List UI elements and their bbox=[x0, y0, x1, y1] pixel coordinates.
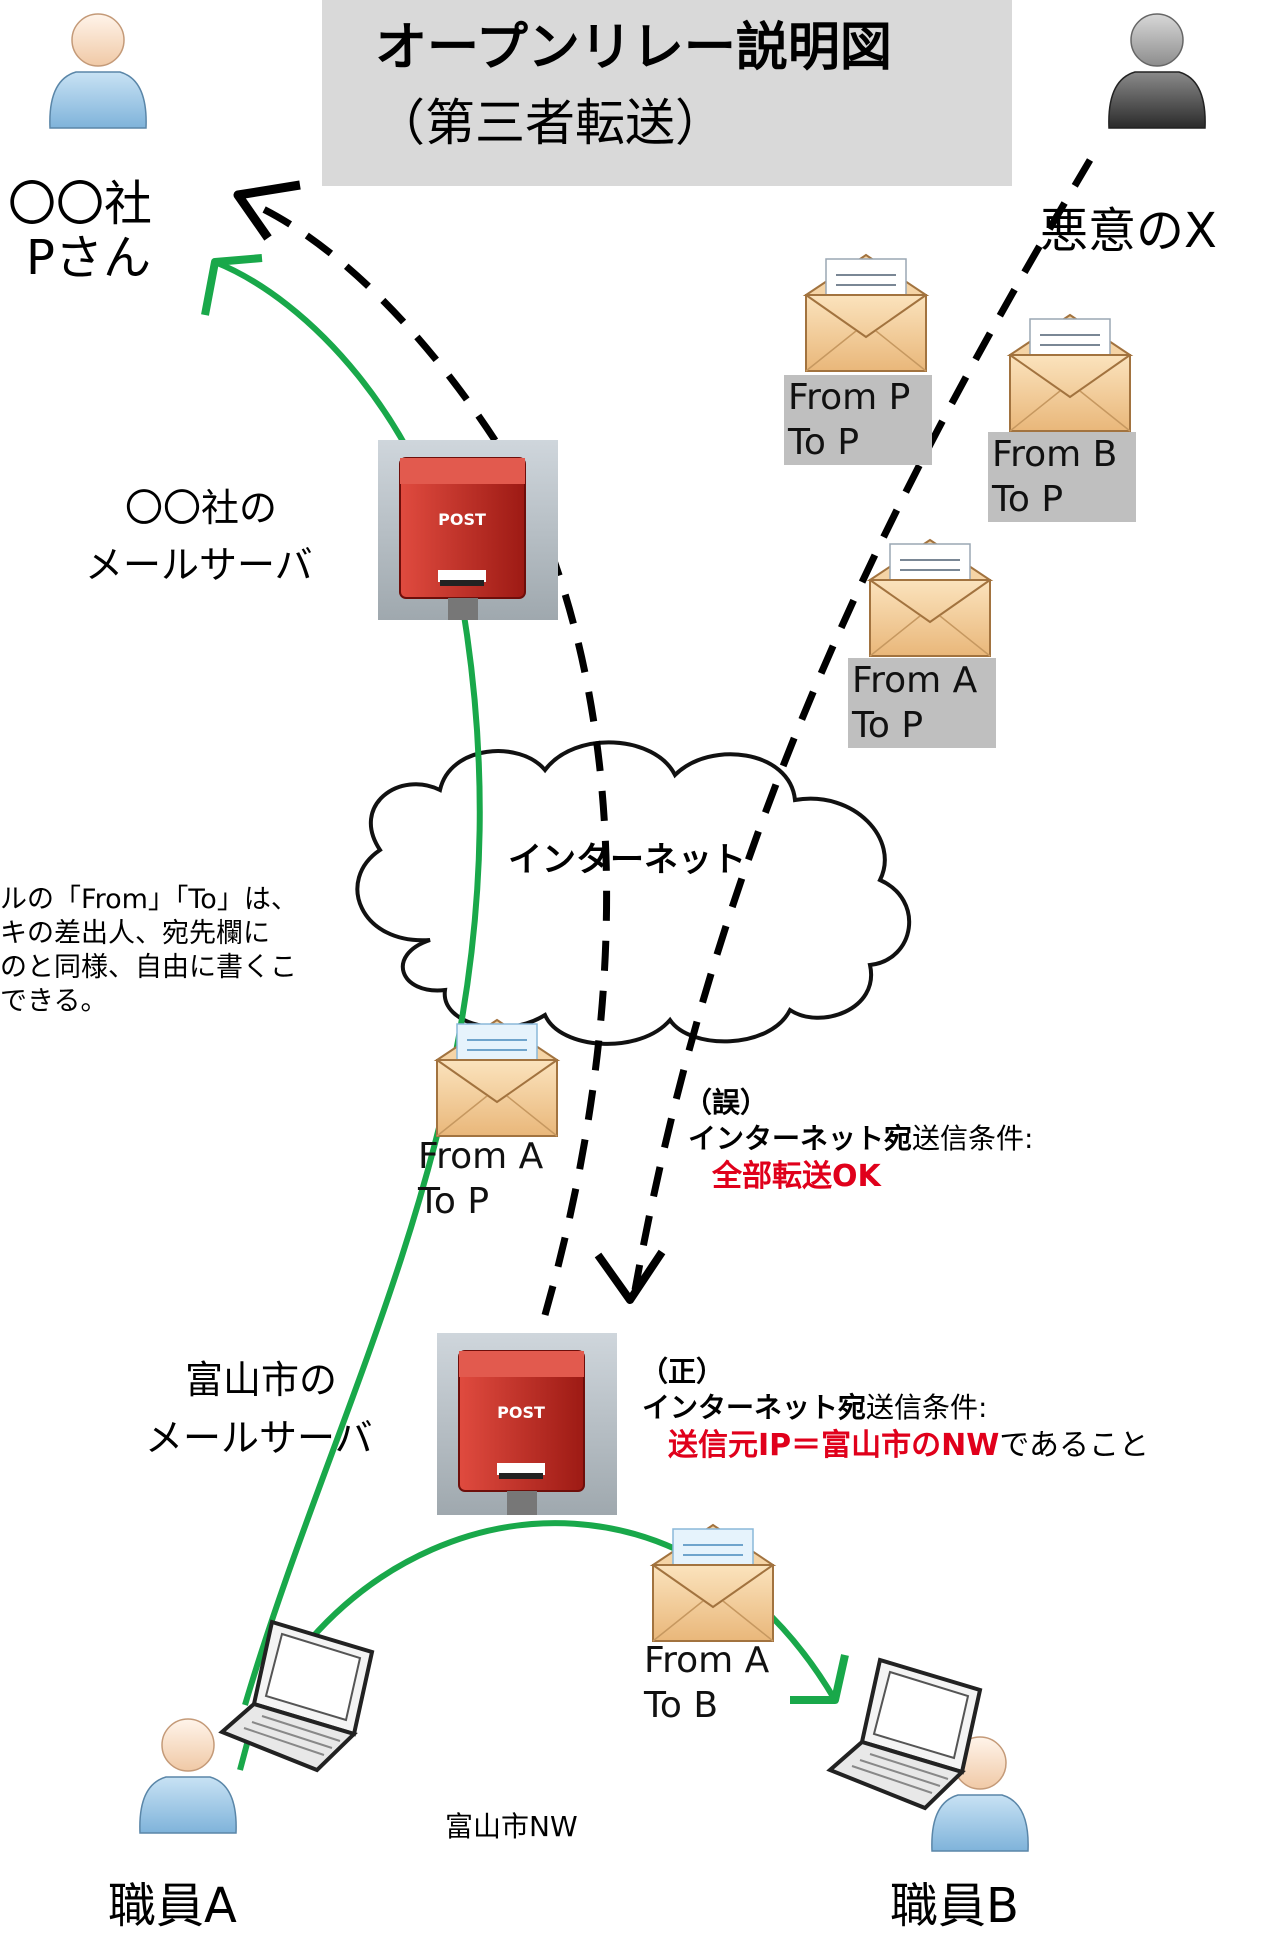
envelope-from: From A bbox=[644, 1640, 770, 1681]
cloud-icon bbox=[355, 740, 912, 1046]
dashed-arrowhead-up bbox=[233, 180, 301, 241]
person-icon-p-san bbox=[49, 13, 147, 129]
mailbox-icon-company: POST bbox=[378, 440, 558, 620]
correct-rule-heading: インターネット宛送信条件: bbox=[642, 1391, 988, 1424]
envelope-to: To P bbox=[992, 479, 1064, 520]
envelope-to: To P bbox=[788, 422, 860, 463]
correct-rule-value-rest: であること bbox=[999, 1428, 1150, 1463]
envelope-to: To P bbox=[418, 1181, 490, 1222]
title-box bbox=[322, 0, 1012, 186]
envelope-from: From A bbox=[852, 660, 978, 701]
envelope-icon-3 bbox=[869, 539, 991, 657]
p-san-name: Pさん bbox=[26, 230, 151, 286]
wrong-rule-heading-bold: インターネット宛 bbox=[688, 1122, 913, 1155]
green-path-to-p bbox=[213, 259, 483, 1706]
diagram-subtitle: （第三者転送） bbox=[375, 94, 725, 152]
wrong-rule-heading: インターネット宛送信条件: bbox=[688, 1122, 1034, 1155]
dashed-arrowhead-down bbox=[594, 1249, 666, 1304]
mailbox-post-label: POST bbox=[497, 1403, 545, 1422]
note-line-4: できる。 bbox=[0, 986, 108, 1017]
envelope-label-4: From A To P bbox=[414, 1134, 547, 1224]
correct-rule-tag: （正） bbox=[640, 1355, 725, 1388]
envelope-label-1: From P To P bbox=[784, 375, 932, 465]
internet-label: インターネット bbox=[508, 840, 746, 880]
note-line-2: キの差出人、宛先欄に bbox=[0, 918, 270, 949]
envelope-from: From A bbox=[418, 1136, 544, 1177]
correct-rule-value-red: 送信元IP＝富山市のNW bbox=[668, 1428, 1000, 1463]
envelope-label-5: From A To B bbox=[640, 1638, 773, 1728]
staff-a-label: 職員A bbox=[108, 1878, 237, 1934]
envelope-icon-4 bbox=[436, 1019, 558, 1137]
company-server-label-2: メールサーバ bbox=[85, 543, 313, 587]
note-line-1: ルの「From」「To」は、 bbox=[0, 884, 298, 915]
envelope-to: To P bbox=[852, 705, 924, 746]
envelope-icon-5 bbox=[652, 1524, 774, 1642]
staff-b-label: 職員B bbox=[890, 1878, 1019, 1934]
correct-rule-heading-bold: インターネット宛 bbox=[642, 1391, 867, 1424]
mailbox-post-label: POST bbox=[438, 510, 486, 529]
envelope-to: To B bbox=[644, 1685, 719, 1726]
green-stub bbox=[237, 1739, 251, 1771]
malicious-x-label: 悪意のX bbox=[1040, 203, 1217, 259]
note-line-3: のと同様、自由に書くこ bbox=[0, 952, 297, 983]
network-label: 富山市NW bbox=[445, 1810, 578, 1843]
mailbox-icon-toyama: POST bbox=[437, 1333, 617, 1515]
envelope-icon-2 bbox=[1009, 314, 1131, 432]
envelope-from: From P bbox=[788, 377, 911, 418]
wrong-rule-heading-rest: 送信条件: bbox=[912, 1122, 1034, 1155]
green-arrowhead-p bbox=[201, 254, 263, 316]
wrong-rule-value: 全部転送OK bbox=[712, 1159, 881, 1194]
envelope-label-2: From B To P bbox=[988, 432, 1136, 522]
p-san-company: 〇〇社 bbox=[8, 176, 153, 232]
diagram-title: オープンリレー説明図 bbox=[375, 18, 892, 78]
toyama-server-label-1: 富山市の bbox=[185, 1358, 338, 1402]
laptop-icon-staff-b bbox=[828, 1658, 982, 1810]
envelope-label-3: From A To P bbox=[848, 658, 996, 748]
person-icon-staff-a bbox=[139, 1718, 237, 1834]
company-server-label-1: 〇〇社の bbox=[125, 486, 278, 530]
envelope-from: From B bbox=[992, 434, 1118, 475]
toyama-server-label-2: メールサーバ bbox=[145, 1416, 373, 1460]
green-arrowhead-b bbox=[790, 1654, 849, 1704]
correct-rule-heading-rest: 送信条件: bbox=[866, 1391, 988, 1424]
envelope-icon-1 bbox=[805, 254, 927, 372]
dashed-path-from-x bbox=[631, 158, 1094, 1291]
wrong-rule-tag: （誤） bbox=[684, 1086, 769, 1119]
correct-rule-value: 送信元IP＝富山市のNWであること bbox=[668, 1429, 1149, 1462]
person-icon-malicious-x bbox=[1108, 13, 1206, 129]
